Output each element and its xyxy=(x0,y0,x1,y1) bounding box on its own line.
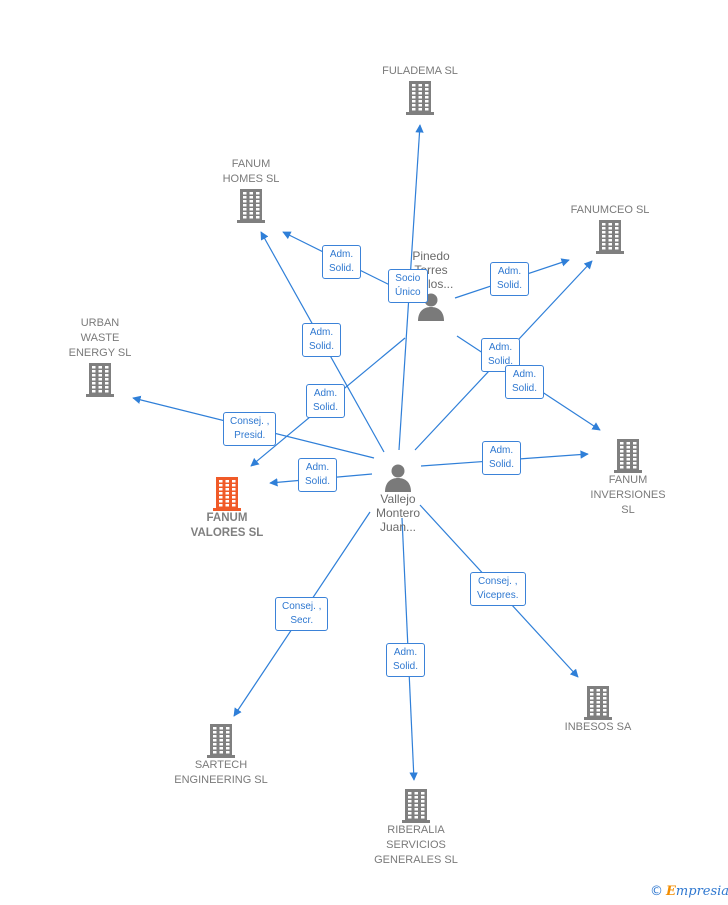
relation-badge-consej-presid[interactable]: Consej. , Presid. xyxy=(223,412,277,446)
building-icon xyxy=(614,439,642,473)
building-icon xyxy=(584,686,612,720)
relation-badge-consej-secr[interactable]: Consej. , Secr. xyxy=(275,597,329,631)
building-icon xyxy=(237,189,265,223)
node-riberalia[interactable]: RIBERALIA SERVICIOS GENERALES SL xyxy=(356,787,476,868)
relation-badge-socio-unico[interactable]: Socio Único xyxy=(388,269,428,303)
node-fanumceo[interactable]: FANUMCEO SL xyxy=(550,203,670,254)
node-fanum-valores[interactable]: FANUM VALORES SL xyxy=(166,475,288,541)
relation-badge-consej-vicepres[interactable]: Consej. , Vicepres. xyxy=(470,572,526,606)
node-sartech[interactable]: SARTECH ENGINEERING SL xyxy=(160,722,282,788)
node-vallejo[interactable]: Vallejo Montero Juan... xyxy=(360,462,436,534)
person-icon xyxy=(418,293,444,321)
node-label: FANUM VALORES SL xyxy=(190,512,264,539)
building-icon xyxy=(207,724,235,758)
node-label: FANUM HOMES SL xyxy=(222,158,280,185)
node-fuladema[interactable]: FULADEMA SL xyxy=(360,64,480,115)
empresia-logo: ©Empresia xyxy=(650,884,728,899)
node-urban-waste[interactable]: URBAN WASTE ENERGY SL xyxy=(50,316,150,397)
building-icon xyxy=(406,81,434,115)
relation-badge-adm-solid[interactable]: Adm. Solid. xyxy=(490,262,530,296)
relation-badge-adm-solid[interactable]: Adm. Solid. xyxy=(482,441,522,475)
relation-badge-adm-solid[interactable]: Adm. Solid. xyxy=(386,643,426,677)
copyright-icon: © xyxy=(650,884,663,899)
node-label: SARTECH ENGINEERING SL xyxy=(174,759,268,786)
brand-e: E xyxy=(666,884,676,899)
node-label: Vallejo Montero Juan... xyxy=(375,492,421,534)
relation-badge-adm-solid[interactable]: Adm. Solid. xyxy=(505,365,545,399)
node-label: RIBERALIA SERVICIOS GENERALES SL xyxy=(374,824,458,866)
node-label: FANUM INVERSIONES SL xyxy=(590,474,666,516)
relation-badge-adm-solid[interactable]: Adm. Solid. xyxy=(322,245,362,279)
node-inbesos[interactable]: INBESOS SA xyxy=(546,684,650,735)
node-label: URBAN WASTE ENERGY SL xyxy=(68,317,132,359)
building-icon xyxy=(596,220,624,254)
building-icon xyxy=(213,477,241,511)
person-icon xyxy=(385,464,411,492)
relation-badge-adm-solid[interactable]: Adm. Solid. xyxy=(302,323,342,357)
node-fanum-homes[interactable]: FANUM HOMES SL xyxy=(195,157,307,223)
node-label: FULADEMA SL xyxy=(382,65,458,77)
brand-text: mpresia xyxy=(675,884,728,899)
node-label: FANUMCEO SL xyxy=(570,204,650,216)
relation-badge-adm-solid[interactable]: Adm. Solid. xyxy=(306,384,346,418)
node-label: INBESOS SA xyxy=(564,721,632,733)
node-fanum-inversiones[interactable]: FANUM INVERSIONES SL xyxy=(574,437,682,518)
relation-badge-adm-solid[interactable]: Adm. Solid. xyxy=(298,458,338,492)
building-icon xyxy=(402,789,430,823)
building-icon xyxy=(86,363,114,397)
